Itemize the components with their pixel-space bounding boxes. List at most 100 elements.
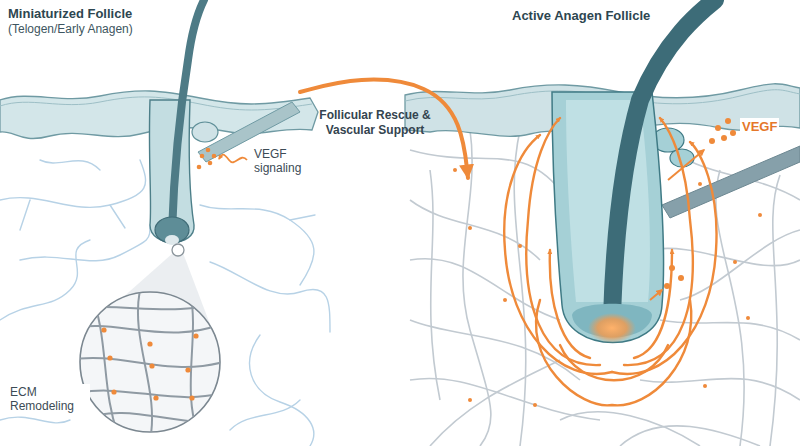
ecm-zoom [90, 290, 120, 440]
collagen-fibers [430, 170, 440, 400]
vegf-signal [721, 135, 727, 141]
blood-vessels [550, 250, 590, 358]
capillary-network [20, 225, 150, 261]
ecm-zoom [101, 327, 106, 332]
blood-vessels [634, 250, 672, 358]
collagen-fibers [620, 426, 760, 446]
panel-heading: Active Anagen Follicle [512, 8, 800, 24]
signal-label: VEGF [740, 118, 779, 136]
vegf-signal [668, 150, 704, 180]
collagen-fibers [680, 230, 800, 300]
crosslink-dots [453, 168, 457, 172]
ecm-zoom [172, 244, 184, 256]
crosslink-dots [703, 384, 707, 388]
vegf-signal [208, 161, 213, 166]
blood-vessels [526, 118, 600, 365]
crosslink-dots [758, 213, 762, 217]
collagen-fibers [410, 378, 600, 420]
ecm-zoom [70, 320, 230, 333]
capillary-network [0, 160, 146, 207]
panel-region: Miniaturized Follicle(Telogen/Early Anag… [0, 0, 300, 446]
ecm-zoom [107, 355, 112, 360]
vegf-signal [730, 130, 736, 136]
ecm-zoom [190, 290, 200, 440]
collagen-fibers [716, 170, 744, 446]
ecm-zoom [80, 292, 220, 432]
vegf-signal [212, 154, 217, 159]
vegf-signal [669, 265, 675, 271]
vegf-signal [206, 148, 211, 153]
vegf-signal [197, 148, 247, 170]
blood-vessels [536, 300, 691, 405]
capillary-network [210, 262, 330, 332]
capillary-network [250, 335, 314, 446]
collagen-fibers [410, 200, 540, 260]
vegf-signal [650, 290, 662, 300]
crosslink-dots [746, 316, 750, 320]
capillary-network [40, 160, 100, 170]
transition-arrow [300, 80, 468, 178]
ecm-zoom [147, 341, 152, 346]
capillary-network [20, 200, 30, 230]
miniaturized-follicle [192, 122, 218, 142]
blood-vessels [504, 135, 612, 374]
ecm-zoom [185, 367, 190, 372]
collagen-fibers [560, 412, 700, 446]
miniaturized-follicle [149, 0, 300, 245]
vegf-signal [715, 125, 721, 131]
vegf-signal [664, 283, 670, 289]
vegf-signal [200, 154, 205, 159]
ecm-zoom [70, 290, 230, 440]
ecm-zoom [153, 395, 158, 400]
crosslink-dots [468, 226, 472, 230]
crosslink-dots [533, 403, 537, 407]
crosslink-dots [733, 260, 737, 264]
crosslink-dots [518, 244, 522, 248]
ecm-zoom [70, 300, 230, 310]
process-label: ECM Remodeling [8, 384, 90, 415]
anagen-follicle [662, 146, 800, 218]
vegf-signal [650, 118, 736, 300]
ecm-zoom [189, 395, 194, 400]
ecm-zoom [101, 327, 198, 400]
capillary-network [290, 215, 315, 220]
ecm-zoom [111, 389, 116, 394]
vegf-signal [725, 118, 731, 124]
collagen-fibers [514, 130, 526, 446]
vegf-signal [197, 165, 202, 170]
signal-label: VEGF signaling [252, 146, 318, 177]
collagen-fibers [430, 360, 560, 446]
vegf-signal [709, 138, 715, 144]
panel-subheading: (Telogen/Early Anagen) [8, 22, 292, 36]
blood-vessels [560, 345, 668, 380]
capillary-network [200, 205, 314, 285]
crosslink-dots [503, 298, 507, 302]
ecm-zoom [80, 413, 230, 422]
ecm-zoom [149, 363, 154, 368]
anagen-follicle [588, 313, 636, 343]
blood-vessels [612, 142, 717, 374]
capillary-network [110, 205, 125, 228]
capillary-network [0, 417, 70, 423]
vegf-signal [678, 275, 684, 281]
capillary-network [230, 400, 300, 430]
collagen-fibers [410, 150, 560, 190]
capillary-network [0, 240, 90, 320]
vegf-signal [219, 155, 247, 163]
anagen-follicle [552, 0, 800, 343]
miniaturized-follicle [172, 0, 204, 232]
edge-label: Follicular Rescue & Vascular Support [305, 108, 445, 138]
crosslink-dots [698, 182, 702, 186]
panel-region: Active Anagen Follicle [468, 0, 800, 446]
blood-vessels [624, 118, 693, 365]
ecm-zoom [193, 333, 198, 338]
collagen-fibers [770, 175, 780, 446]
ecm-zoom [70, 244, 230, 440]
anagen-follicle [612, 0, 715, 318]
panel-heading: Miniaturized Follicle [8, 6, 292, 22]
blood-vessels [504, 118, 716, 405]
crosslink-dots [468, 398, 472, 402]
